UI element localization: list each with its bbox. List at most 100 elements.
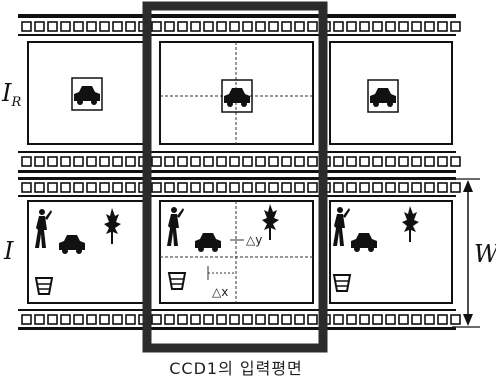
- sprocket-hole: [360, 22, 369, 31]
- sprocket-hole: [204, 183, 213, 192]
- sprocket-hole: [74, 157, 83, 166]
- sprocket-hole: [126, 22, 135, 31]
- sprocket-hole: [113, 315, 122, 324]
- sprocket-hole: [87, 315, 96, 324]
- film-edge-top: [18, 14, 456, 18]
- sprocket-hole: [308, 22, 317, 31]
- sprocket-hole: [217, 157, 226, 166]
- sprocket-hole: [256, 183, 265, 192]
- sprocket-hole: [152, 183, 161, 192]
- sprocket-hole: [113, 157, 122, 166]
- sprocket-hole: [152, 315, 161, 324]
- sprocket-hole: [165, 157, 174, 166]
- sprocket-hole: [230, 157, 239, 166]
- sprocket-hole: [61, 315, 70, 324]
- sprocket-hole: [399, 315, 408, 324]
- sprocket-hole: [61, 22, 70, 31]
- sprocket-hole: [152, 22, 161, 31]
- sprocket-hole: [373, 315, 382, 324]
- sprocket-hole: [48, 22, 57, 31]
- reference-row-label: IR: [1, 79, 21, 110]
- sprocket-hole: [191, 183, 200, 192]
- sprocket-hole: [22, 157, 31, 166]
- film-edge: [18, 177, 456, 180]
- film-edge: [18, 195, 456, 197]
- input-row-label: I: [3, 237, 14, 265]
- sprocket-hole: [256, 315, 265, 324]
- sprocket-hole: [152, 157, 161, 166]
- sprocket-hole: [204, 157, 213, 166]
- sprocket-hole: [438, 183, 447, 192]
- sprocket-hole: [451, 315, 460, 324]
- sprocket-hole: [295, 157, 304, 166]
- arrow-down-icon: [463, 314, 473, 326]
- sprocket-hole: [61, 183, 70, 192]
- sprocket-hole: [178, 157, 187, 166]
- sprocket-hole: [243, 183, 252, 192]
- sprocket-hole: [438, 22, 447, 31]
- sprocket-hole: [100, 22, 109, 31]
- dy-label: △y: [246, 233, 262, 247]
- sprocket-hole: [204, 315, 213, 324]
- sprocket-hole: [178, 183, 187, 192]
- sprocket-hole: [295, 315, 304, 324]
- sprocket-hole: [113, 22, 122, 31]
- sprocket-hole: [425, 183, 434, 192]
- sprocket-hole: [178, 315, 187, 324]
- sprocket-hole: [243, 315, 252, 324]
- sprocket-hole: [230, 22, 239, 31]
- sprocket-hole: [230, 315, 239, 324]
- sprocket-hole: [425, 157, 434, 166]
- sprocket-hole: [269, 157, 278, 166]
- sprocket-hole: [230, 183, 239, 192]
- sprocket-hole: [438, 157, 447, 166]
- input-film-strip: [18, 177, 460, 330]
- sprocket-hole: [191, 157, 200, 166]
- sprocket-hole: [126, 315, 135, 324]
- sprocket-hole: [100, 315, 109, 324]
- sprocket-hole: [22, 315, 31, 324]
- reference-film-strip: [18, 14, 460, 173]
- sprocket-hole: [386, 315, 395, 324]
- sprocket-hole: [74, 183, 83, 192]
- width-label: W: [474, 240, 496, 268]
- sprocket-holes-top: [22, 22, 460, 31]
- sprocket-hole: [113, 183, 122, 192]
- sprocket-hole: [412, 183, 421, 192]
- sprocket-hole: [412, 22, 421, 31]
- sprocket-hole: [61, 157, 70, 166]
- sprocket-hole: [100, 157, 109, 166]
- film-edge: [18, 170, 456, 173]
- sprocket-hole: [217, 315, 226, 324]
- sprocket-hole: [165, 183, 174, 192]
- sprocket-hole: [334, 157, 343, 166]
- sprocket-hole: [243, 157, 252, 166]
- sprocket-hole: [35, 157, 44, 166]
- sprocket-hole: [269, 22, 278, 31]
- sprocket-hole: [399, 157, 408, 166]
- sprocket-hole: [243, 22, 252, 31]
- sprocket-hole: [126, 157, 135, 166]
- sprocket-hole: [256, 157, 265, 166]
- sprocket-hole: [386, 22, 395, 31]
- sprocket-holes-middle: [22, 157, 460, 166]
- sprocket-hole: [282, 157, 291, 166]
- sprocket-hole: [425, 22, 434, 31]
- sprocket-hole: [438, 315, 447, 324]
- sprocket-hole: [165, 315, 174, 324]
- sprocket-hole: [48, 157, 57, 166]
- sprocket-hole: [386, 157, 395, 166]
- sprocket-hole: [295, 183, 304, 192]
- sprocket-hole: [35, 22, 44, 31]
- caption: CCD1의 입력평면: [169, 359, 303, 378]
- sprocket-hole: [126, 183, 135, 192]
- sprocket-hole: [48, 315, 57, 324]
- sprocket-hole: [360, 157, 369, 166]
- film-edge-bottom: [18, 327, 456, 330]
- sprocket-hole: [308, 315, 317, 324]
- input-frame-left: [28, 201, 148, 303]
- sprocket-hole: [87, 183, 96, 192]
- sprocket-hole: [269, 183, 278, 192]
